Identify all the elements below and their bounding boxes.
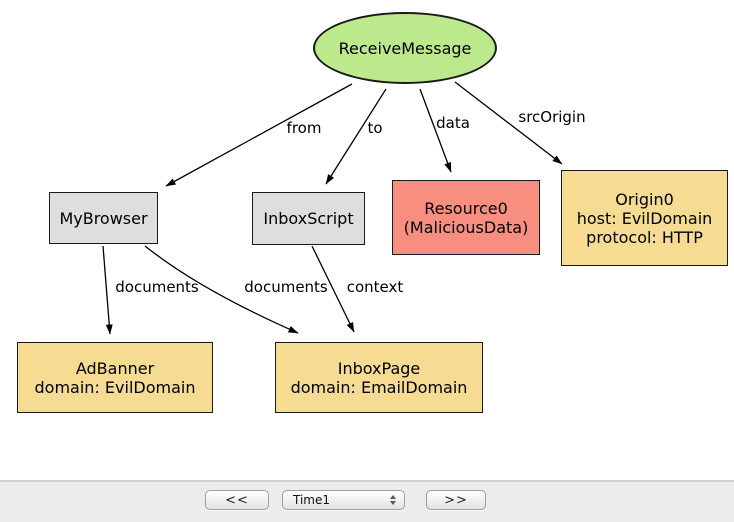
edge-to bbox=[325, 88, 387, 185]
dropdown-stepper-icon bbox=[390, 495, 396, 505]
node-resource0: Resource0 (MaliciousData) bbox=[392, 180, 540, 255]
time-select-dropdown[interactable]: Time1 bbox=[282, 490, 405, 510]
node-origin0-name: Origin0 bbox=[615, 189, 674, 209]
edge-label-documents-mid: documents bbox=[244, 278, 328, 296]
node-inbox-page-name: InboxPage bbox=[337, 358, 421, 378]
prev-time-button[interactable]: << bbox=[205, 490, 269, 510]
down-arrow-icon bbox=[390, 501, 396, 505]
node-inbox-page-domain: domain: EmailDomain bbox=[290, 377, 468, 397]
time-navigation-toolbar: << Time1 >> bbox=[0, 480, 734, 522]
edge-label-data: data bbox=[436, 114, 470, 132]
node-my-browser: MyBrowser bbox=[49, 192, 158, 244]
edge-data bbox=[419, 88, 452, 173]
edge-label-from: from bbox=[286, 119, 322, 137]
node-origin0-protocol: protocol: HTTP bbox=[586, 227, 703, 247]
node-ad-banner-name: AdBanner bbox=[75, 358, 155, 378]
node-my-browser-label: MyBrowser bbox=[59, 208, 148, 228]
up-arrow-icon bbox=[390, 495, 396, 499]
node-receive-message-label: ReceiveMessage bbox=[338, 38, 472, 58]
edge-srcorigin bbox=[454, 81, 563, 165]
edge-context bbox=[311, 245, 355, 333]
node-origin0: Origin0 host: EvilDomain protocol: HTTP bbox=[561, 170, 728, 266]
graph-canvas: ReceiveMessage MyBrowser InboxScript Res… bbox=[17, 12, 728, 413]
time-select-value: Time1 bbox=[293, 493, 331, 507]
next-time-button[interactable]: >> bbox=[426, 490, 486, 510]
node-inbox-page: InboxPage domain: EmailDomain bbox=[275, 342, 483, 413]
node-resource0-name: Resource0 bbox=[424, 198, 508, 218]
edge-label-documents-left: documents bbox=[115, 278, 199, 296]
edges-layer bbox=[102, 81, 563, 335]
edge-label-context: context bbox=[346, 278, 404, 296]
node-ad-banner-domain: domain: EvilDomain bbox=[34, 377, 196, 397]
node-resource0-detail: (MaliciousData) bbox=[403, 217, 529, 237]
edge-label-to: to bbox=[367, 119, 383, 137]
edge-documents-mid bbox=[144, 245, 299, 334]
node-origin0-host: host: EvilDomain bbox=[576, 208, 713, 228]
node-inbox-script-label: InboxScript bbox=[263, 209, 354, 228]
edge-label-srcorigin: srcOrigin bbox=[518, 108, 586, 126]
node-receive-message: ReceiveMessage bbox=[313, 12, 497, 84]
edge-from bbox=[165, 83, 353, 187]
node-inbox-script: InboxScript bbox=[252, 192, 365, 245]
node-ad-banner: AdBanner domain: EvilDomain bbox=[17, 342, 213, 413]
edge-documents-left bbox=[102, 245, 113, 335]
